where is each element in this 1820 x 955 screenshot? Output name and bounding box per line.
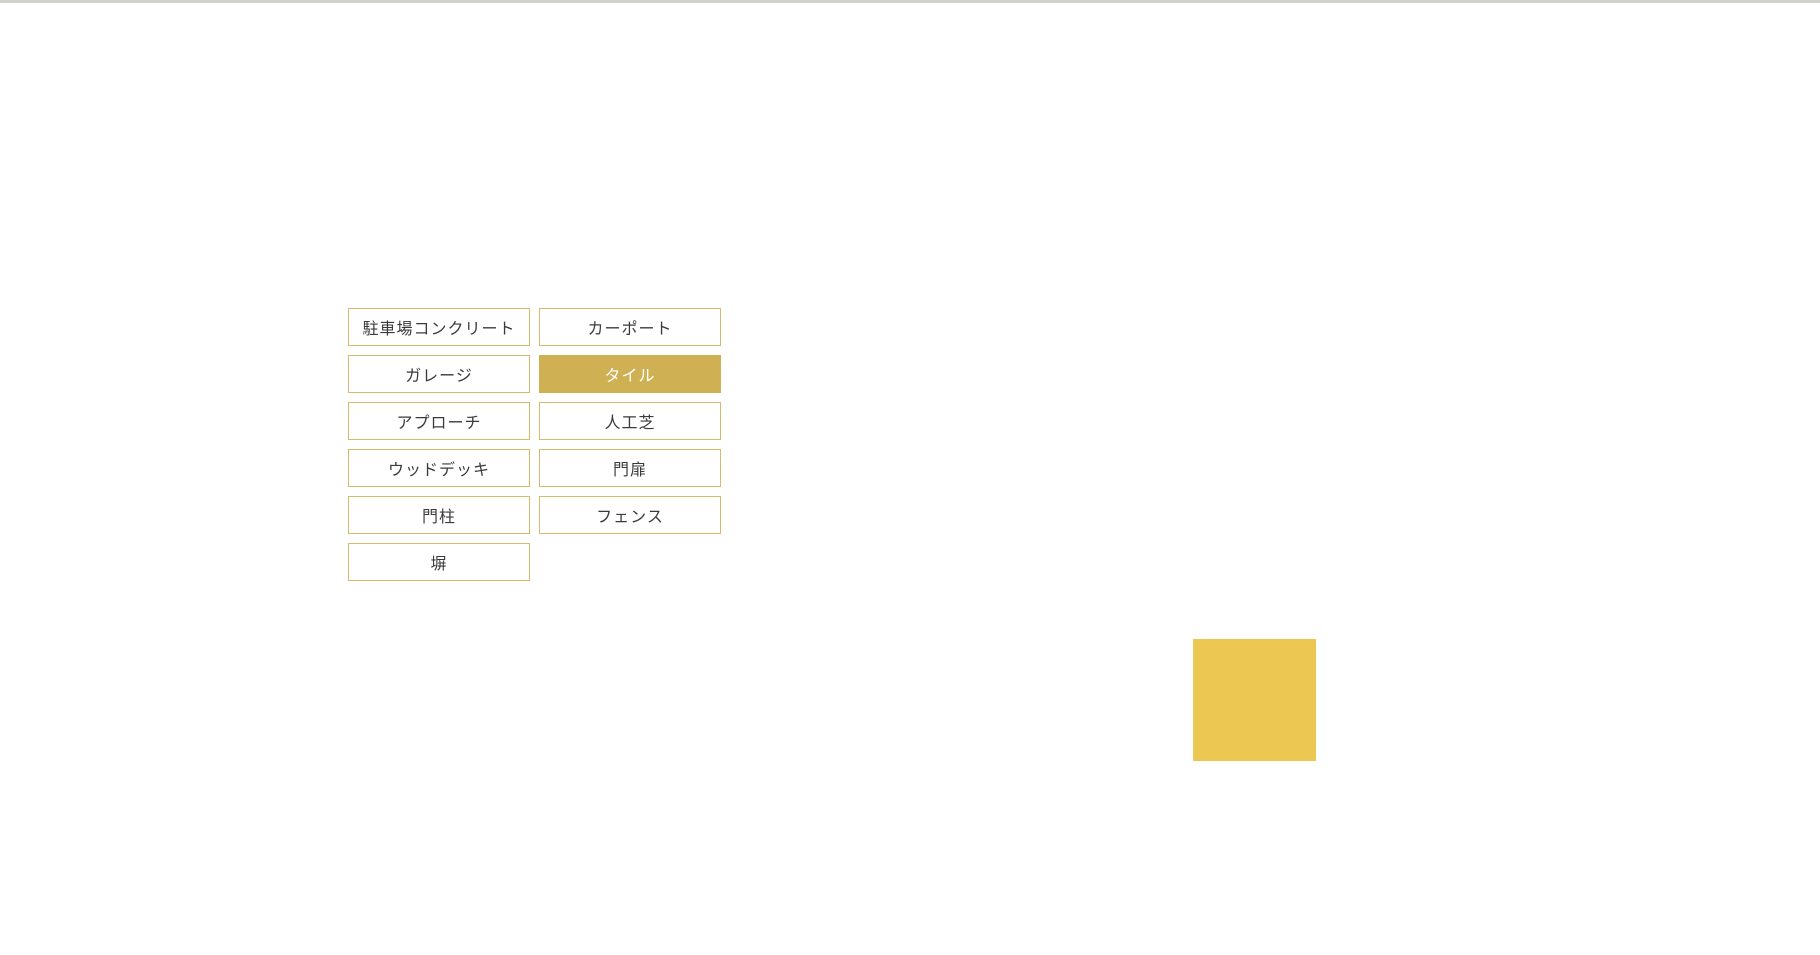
category-button-tile[interactable]: タイル xyxy=(539,355,721,393)
yellow-color-block xyxy=(1193,639,1316,761)
category-button-gate-door[interactable]: 門扉 xyxy=(539,449,721,487)
category-button-garage[interactable]: ガレージ xyxy=(348,355,530,393)
top-divider xyxy=(0,0,1820,3)
category-button-artificial-turf[interactable]: 人工芝 xyxy=(539,402,721,440)
category-button-parking-concrete[interactable]: 駐車場コンクリート xyxy=(348,308,530,346)
category-button-approach[interactable]: アプローチ xyxy=(348,402,530,440)
category-button-carport[interactable]: カーポート xyxy=(539,308,721,346)
category-button-wall[interactable]: 塀 xyxy=(348,543,530,581)
category-button-gate-pillar[interactable]: 門柱 xyxy=(348,496,530,534)
category-button-fence[interactable]: フェンス xyxy=(539,496,721,534)
category-menu: 駐車場コンクリート カーポート ガレージ タイル アプローチ 人工芝 ウッドデッ… xyxy=(348,308,721,581)
category-button-wood-deck[interactable]: ウッドデッキ xyxy=(348,449,530,487)
